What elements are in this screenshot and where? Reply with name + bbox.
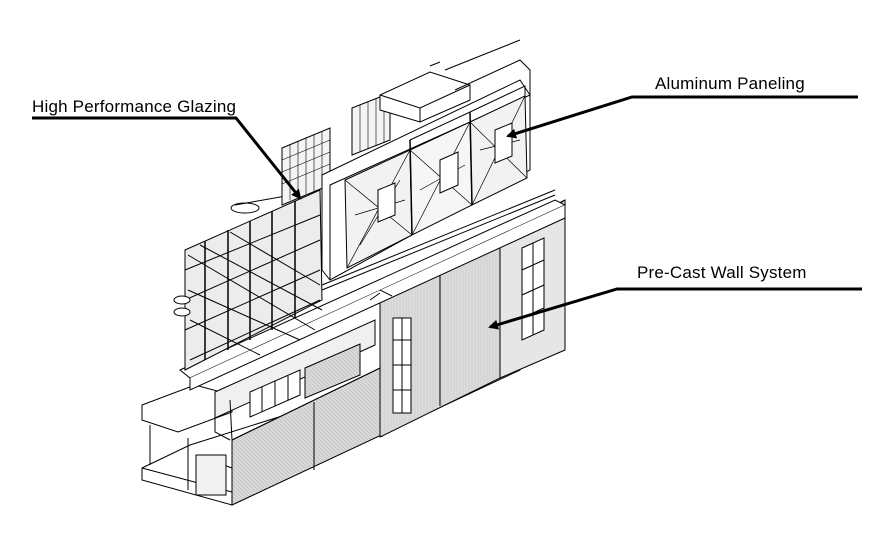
aluminum-leader-line xyxy=(506,95,858,139)
balcony-band xyxy=(179,199,567,441)
callout-leaders xyxy=(32,95,862,330)
glazing-leader-line xyxy=(32,116,302,200)
label-aluminum-paneling: Aluminum Paneling xyxy=(655,74,805,93)
precast-leader-line xyxy=(488,287,862,330)
aluminum-panel-block xyxy=(321,39,531,281)
label-high-performance-glazing: High Performance Glazing xyxy=(32,97,237,116)
roof-parapet xyxy=(321,189,556,301)
label-pre-cast-wall-system: Pre-Cast Wall System xyxy=(637,263,807,282)
glazing-curtain-wall xyxy=(173,189,323,371)
porch-structure xyxy=(141,384,233,496)
